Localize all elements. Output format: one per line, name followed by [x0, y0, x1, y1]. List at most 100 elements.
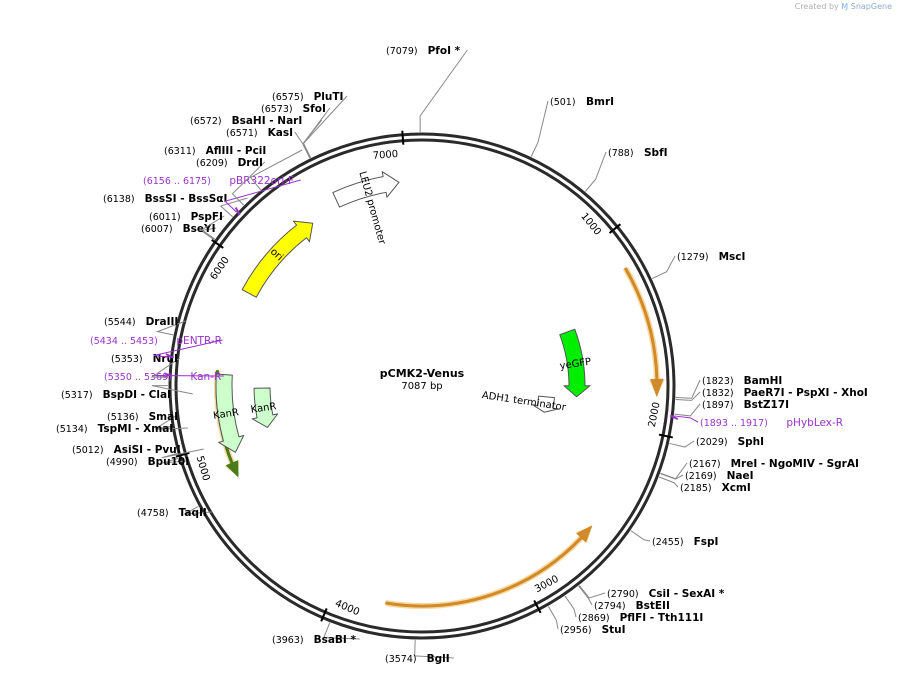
restriction-site: (1832)PaeR7I - PspXI - XhoI: [675, 387, 868, 401]
primer-marker: [165, 353, 175, 359]
tick-label: 2000: [647, 401, 663, 428]
primer-site: (1893 .. 1917) pHybLex-R: [674, 415, 843, 429]
site-position: (2455): [652, 537, 684, 548]
restriction-site: (1823)BamHI: [675, 375, 782, 399]
site-position: (6573): [261, 104, 293, 115]
site-leader-line: [530, 100, 549, 157]
site-name: SphI: [738, 436, 764, 448]
site-name: Kan-R: [190, 371, 221, 383]
site-leader-line: [155, 426, 188, 430]
site-leader-line: [199, 227, 217, 241]
site-leader-line: [651, 255, 676, 279]
site-position: (4990): [106, 457, 138, 468]
backbone-inner-strand: [174, 138, 670, 634]
primer-marker: [163, 372, 173, 378]
site-leader-line: [660, 462, 688, 480]
site-name: XcmI: [722, 482, 751, 494]
site-leader-line: [153, 339, 223, 358]
site-name: BssSI - BssSαI: [145, 193, 228, 205]
primer-marker: [234, 207, 241, 216]
site-leader-line: [630, 530, 651, 542]
primer-site: (5350 .. 5369)Kan-R: [104, 371, 224, 383]
site-name: BstZ17I: [744, 399, 789, 411]
site-name: PaeR7I - PspXI - XhoI: [744, 387, 868, 399]
site-leader-line: [155, 320, 186, 336]
tick-mark: [608, 223, 622, 234]
site-position: (3574): [385, 654, 417, 665]
site-leader-line: [547, 606, 559, 630]
restriction-site: (501)BmrI: [530, 96, 614, 157]
site-position: (6011): [149, 212, 181, 223]
site-name: FspI: [694, 536, 719, 548]
orf-arrow: [624, 267, 664, 397]
restriction-site: (6209)DrdI: [196, 157, 266, 206]
snapgene-logo-icon: Ɱ: [841, 2, 849, 11]
site-name: BstEII: [636, 600, 670, 612]
restriction-site: (4758)TaqII: [137, 506, 213, 519]
site-name: SfoI: [303, 103, 326, 115]
site-leader-line: [294, 131, 311, 159]
site-leader-line: [161, 448, 204, 459]
site-leader-line: [674, 415, 699, 423]
site-position: (5012): [72, 445, 104, 456]
restriction-site: (3574)BglI: [385, 639, 454, 665]
site-position: (6311): [164, 146, 196, 157]
site-position: (5136): [107, 412, 139, 423]
restriction-site: (2956) StuI: [547, 606, 626, 636]
site-position: (2029): [696, 437, 728, 448]
restriction-site: (2869)PflFI - Tth111I: [564, 595, 703, 624]
site-leader-line: [564, 595, 577, 618]
site-position: (7079): [386, 46, 418, 57]
restriction-site: (2455) FspI: [630, 530, 719, 548]
site-position: (6007): [141, 224, 173, 235]
site-name: StuI: [602, 624, 626, 636]
feature-label: yeGFP: [559, 357, 592, 372]
restriction-site: (2029) SphI: [669, 436, 764, 448]
site-leader-line: [231, 161, 266, 206]
site-position: (5434 .. 5453): [90, 336, 158, 347]
site-leader-line: [419, 49, 468, 133]
site-name: BspDI - ClaI: [103, 389, 171, 401]
site-position: (1897): [702, 400, 734, 411]
restriction-site: (4990)Bpu10I: [106, 456, 189, 468]
restriction-site: (1897) BstZ17I: [674, 399, 789, 417]
site-position: (1893 .. 1917): [700, 418, 768, 429]
restriction-site: (3963)BsaBI *: [272, 622, 360, 646]
site-position: (1823): [702, 376, 734, 387]
site-leader-line: [200, 215, 225, 240]
site-leader-line: [323, 622, 360, 640]
site-leader-line: [578, 585, 593, 606]
plasmid-size: 7087 bp: [401, 381, 442, 392]
restriction-site: (6138)BssSI - BssSαI: [103, 193, 248, 218]
restriction-site: (6575)PluTI: [272, 91, 348, 158]
tick-label: 4000: [333, 598, 361, 618]
site-name: PspFI: [191, 211, 223, 223]
site-position: (2790): [607, 589, 639, 600]
site-position: (2956): [560, 625, 592, 636]
restriction-site: (5134)TspMI - XmaI: [56, 423, 188, 435]
site-leader-line: [302, 119, 323, 159]
site-name: BmrI: [586, 96, 614, 108]
tick-mark: [320, 608, 328, 622]
feature-kanr-arrow: [251, 387, 279, 428]
restriction-site: (5012) AsiSI - PvuI: [72, 444, 204, 459]
site-position: (6156 .. 6175): [143, 176, 211, 187]
primer-marker: [669, 414, 679, 421]
tick-label: 7000: [372, 149, 398, 162]
site-leader-line: [224, 179, 301, 213]
site-leader-line: [414, 639, 454, 659]
site-name: CsiI - SexAI *: [649, 588, 725, 600]
credit-brand: SnapGene: [850, 2, 892, 11]
restriction-site: (2794)BstEII: [578, 585, 670, 612]
tick-mark: [211, 239, 224, 249]
site-name: TspMI - XmaI: [98, 423, 174, 435]
site-name: pHybLex-R: [786, 417, 843, 429]
site-name: MscI: [719, 251, 746, 263]
feature-kanr-arrow: [215, 373, 245, 453]
primer-site: (5434 .. 5453)pENTR-R: [90, 335, 223, 358]
site-name: MreI - NgoMIV - SgrAI: [731, 458, 859, 470]
site-name: AsiSI - PvuI: [114, 444, 181, 456]
orf-glow: [385, 526, 592, 610]
